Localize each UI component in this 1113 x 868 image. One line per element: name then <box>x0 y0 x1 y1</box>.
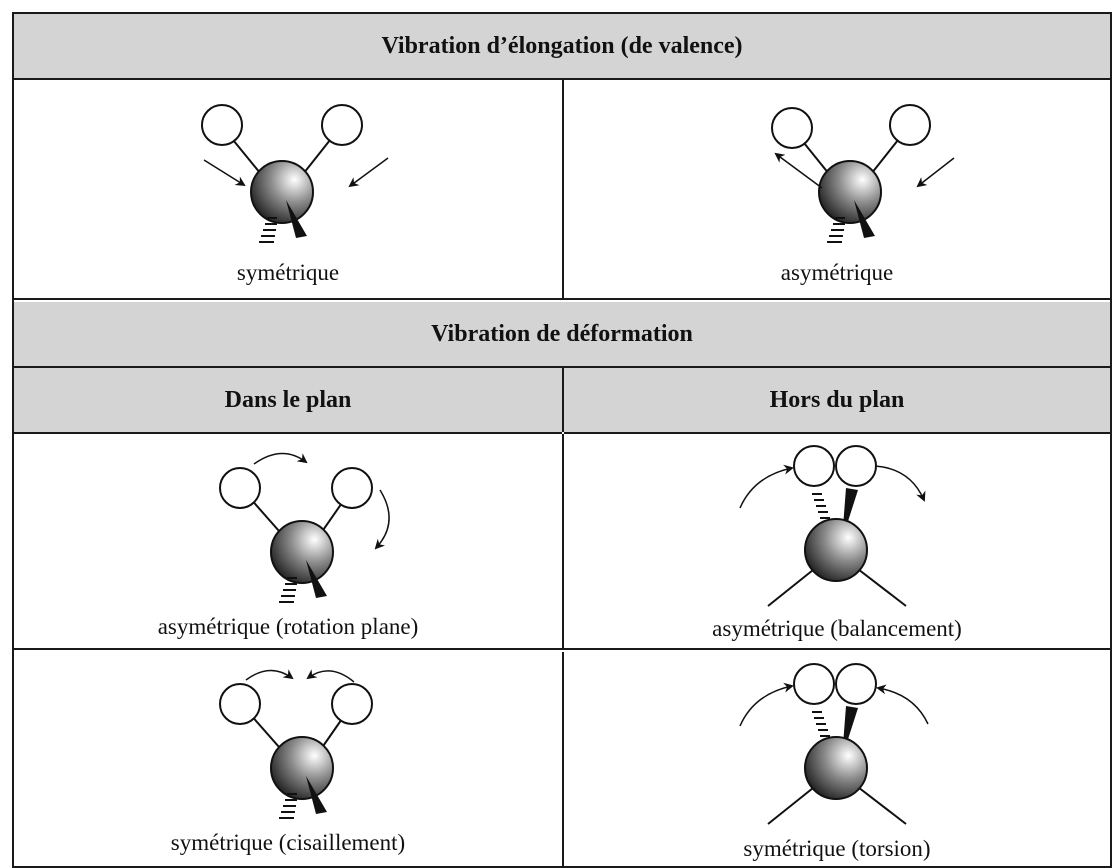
cell-outplane-asymmetric: asymétrique (balancement) <box>564 434 1110 650</box>
caption-outplane-asymmetric: asymétrique (balancement) <box>712 616 962 641</box>
cell-stretch-asymmetric: asymétrique <box>564 80 1110 300</box>
stretching-header: Vibration d’élongation (de valence) <box>14 14 1110 80</box>
stretching-header-label: Vibration d’élongation (de valence) <box>381 32 743 59</box>
column-divider <box>562 434 564 650</box>
vibration-modes-table: Vibration d’élongation (de valence) symé… <box>12 12 1112 868</box>
caption-outplane-symmetric: symétrique (torsion) <box>743 836 931 861</box>
column-divider <box>562 652 564 868</box>
cell-stretch-symmetric: symétrique <box>14 80 562 300</box>
deformation-header: Vibration de déformation <box>14 302 1110 368</box>
caption-inplane-asymmetric: asymétrique (rotation plane) <box>157 614 419 639</box>
cell-inplane-asymmetric: asymétrique (rotation plane) <box>14 434 562 650</box>
out-of-plane-header: Hors du plan <box>564 368 1110 434</box>
column-divider <box>562 368 564 432</box>
wagging-figure <box>739 445 926 607</box>
twisting-figure <box>739 663 929 825</box>
in-plane-header-label: Dans le plan <box>224 386 352 413</box>
rocking-figure <box>219 452 390 603</box>
cell-inplane-symmetric: symétrique (cisaillement) <box>14 652 562 868</box>
cell-outplane-symmetric: symétrique (torsion) <box>564 652 1110 868</box>
caption-inplane-symmetric: symétrique (cisaillement) <box>170 830 406 855</box>
caption-stretch-asymmetric: asymétrique <box>780 260 894 285</box>
caption-stretch-symmetric: symétrique <box>236 260 340 285</box>
asymmetric-stretch-figure <box>771 104 955 243</box>
scissoring-figure <box>219 669 373 819</box>
in-plane-header: Dans le plan <box>14 368 562 434</box>
deformation-header-label: Vibration de déformation <box>431 320 693 347</box>
column-divider <box>562 80 564 300</box>
out-of-plane-header-label: Hors du plan <box>769 386 905 413</box>
symmetric-stretch-figure <box>201 104 389 243</box>
